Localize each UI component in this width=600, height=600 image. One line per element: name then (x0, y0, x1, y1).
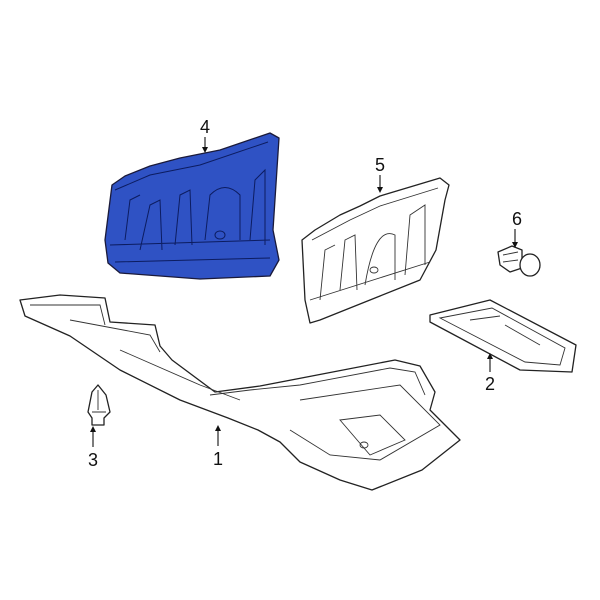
part-5-engine-shield[interactable] (301, 177, 450, 324)
callout-5: 5 (375, 155, 385, 175)
highlighted-shield-body (104, 132, 280, 280)
callout-2: 2 (485, 374, 495, 394)
callout-3: 3 (88, 450, 98, 470)
callout-1: 1 (213, 449, 223, 469)
callout-4: 4 (200, 117, 210, 137)
part-2-side-shield[interactable] (429, 299, 577, 373)
callout-arrows (90, 137, 518, 447)
part-6-retainer[interactable] (497, 245, 541, 277)
callout-6: 6 (512, 209, 522, 229)
part-1-main-shield[interactable] (19, 294, 461, 491)
part-4-highlighted-shield[interactable] (104, 132, 280, 280)
part-3-clip[interactable] (87, 384, 111, 426)
